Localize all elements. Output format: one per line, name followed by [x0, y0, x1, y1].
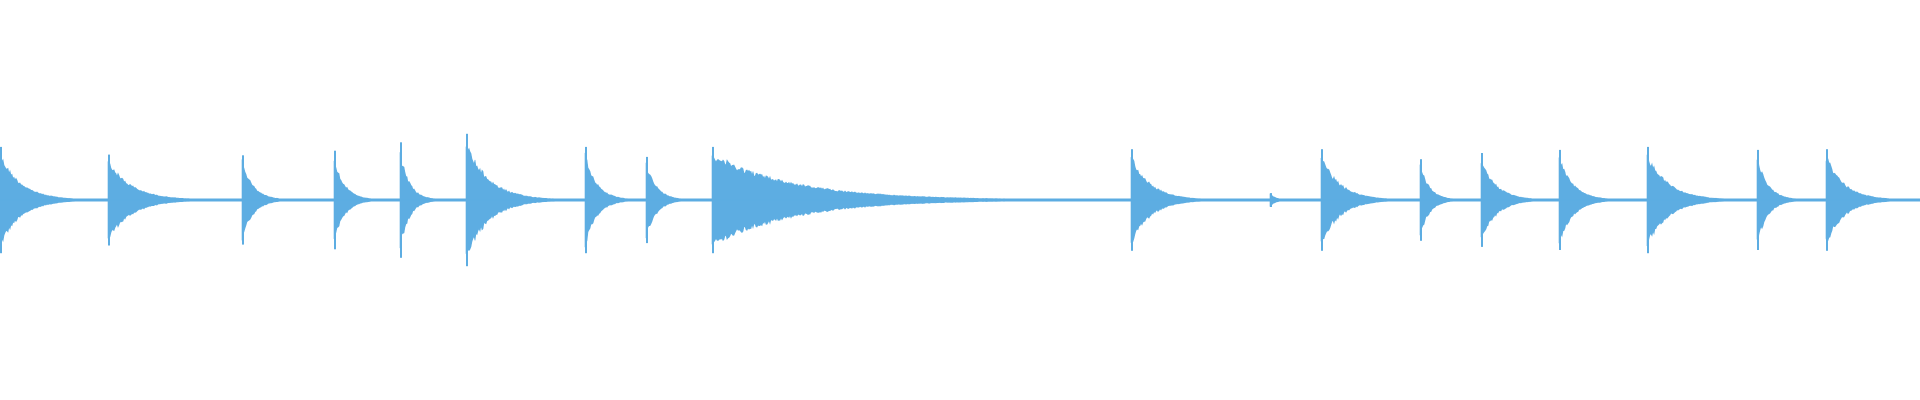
- waveform-segments: [0, 133, 1920, 267]
- waveform-baseline: [0, 199, 1920, 201]
